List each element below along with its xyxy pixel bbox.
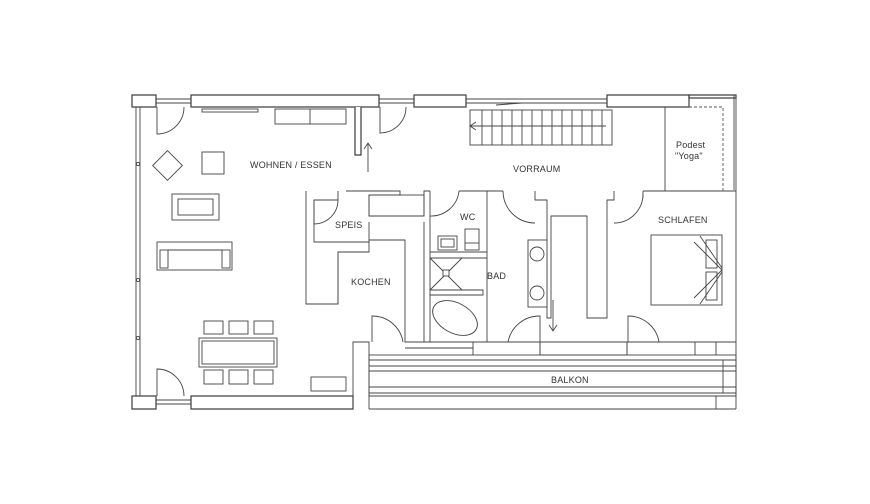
label-podest-yoga: "Yoga" [675,151,703,161]
label-podest: Podest [676,140,706,150]
label-speis: SPEIS [335,220,363,230]
label-wohnen-essen: WOHNEN / ESSEN [250,160,332,170]
balcony [368,354,737,397]
label-kochen: KOCHEN [351,277,391,287]
doors [156,106,660,397]
furniture [152,108,723,392]
label-wc: WC [460,212,476,222]
stairs [469,102,613,146]
label-balkon: BALKON [551,375,589,385]
label-vorraum: VORRAUM [513,164,560,174]
label-schlafen: SCHLAFEN [658,215,708,225]
interior-walls [305,98,736,356]
room-labels: WOHNEN / ESSEN VORRAUM Podest "Yoga" SPE… [250,140,708,385]
label-bad: BAD [487,271,506,281]
